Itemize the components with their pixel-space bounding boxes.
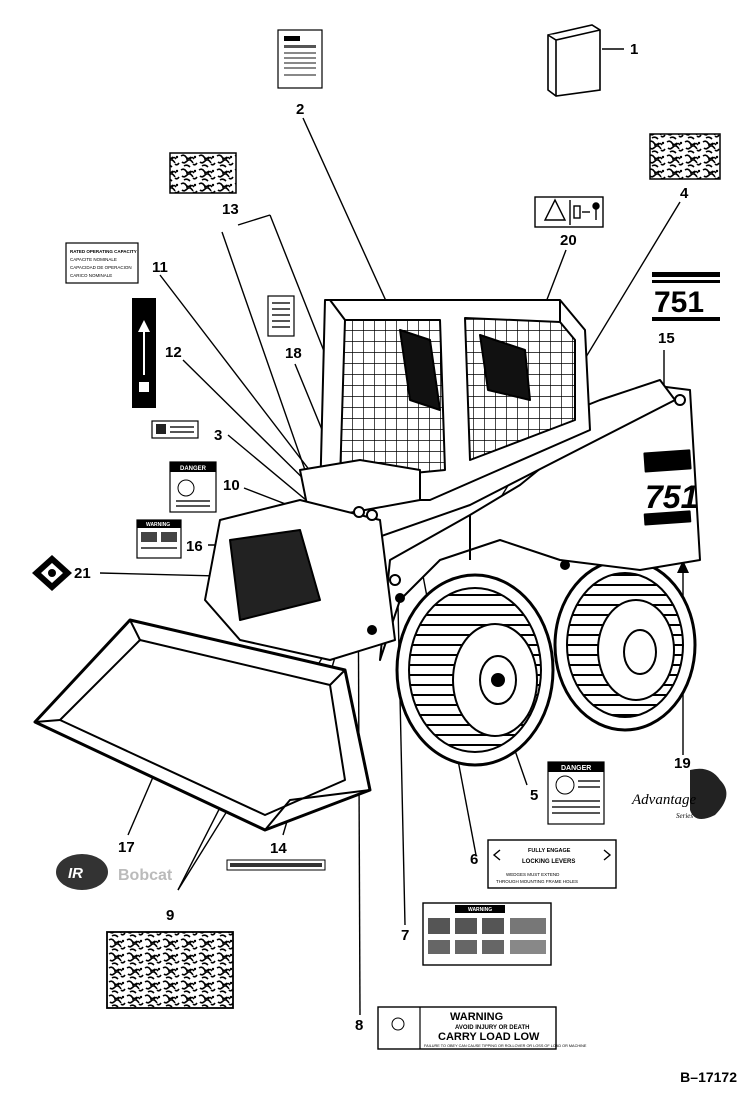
decal-kit-box <box>547 24 601 97</box>
advantage-series-text: Series <box>676 812 693 820</box>
decal-8-carry-load-low: WARNING AVOID INJURY OR DEATH CARRY LOAD… <box>377 1006 587 1050</box>
callout-4: 4 <box>680 185 689 202</box>
rear-wheel <box>553 558 697 732</box>
decal-9 <box>106 931 234 1009</box>
danger-10-header: DANGER <box>180 466 207 472</box>
callout-labels: 1 2 3 4 5 6 7 8 9 10 11 12 13 14 15 16 1… <box>74 41 691 1034</box>
decal-12 <box>151 420 199 439</box>
decal-17-ir-logo: IR Bobcat <box>56 854 173 890</box>
decal-19-advantage: Advantage Series <box>631 768 727 820</box>
decal-4 <box>649 133 721 180</box>
bucket <box>33 618 372 832</box>
side-model-number: 751 <box>645 479 698 515</box>
warning-7-header: WARNING <box>468 907 492 913</box>
warning-carry-main: CARRY LOAD LOW <box>438 1031 540 1043</box>
danger-5-header: DANGER <box>561 765 591 772</box>
callout-8: 8 <box>355 1017 363 1034</box>
skid-steer-loader: 751 <box>33 299 701 832</box>
callout-17: 17 <box>118 839 135 856</box>
locking-levers-line1: FULLY ENGAGE <box>528 848 571 854</box>
decal-21 <box>32 555 72 591</box>
decal-10-danger: DANGER <box>169 461 217 513</box>
decal-20 <box>534 196 604 228</box>
decal-7-warning: WARNING <box>422 902 552 966</box>
callout-20: 20 <box>560 232 577 249</box>
front-wheel <box>395 573 555 767</box>
rated-capacity-line4: CARICO NOMINALE <box>70 273 112 278</box>
drawing-code: B–17172 <box>680 1069 737 1085</box>
callout-11: 11 <box>152 259 168 276</box>
rated-capacity-line1: RATED OPERATING CAPACITY <box>70 249 137 254</box>
decal-16-warning: WARNING <box>136 519 182 559</box>
callout-7: 7 <box>401 927 409 944</box>
rated-capacity-line2: CAPACITE NOMINALE <box>70 257 117 262</box>
ir-logo-word: Bobcat <box>118 867 173 884</box>
callout-14: 14 <box>270 840 287 857</box>
callout-12: 12 <box>165 344 182 361</box>
decal-rated-capacity: RATED OPERATING CAPACITY CAPACITE NOMINA… <box>65 242 139 284</box>
callout-15: 15 <box>658 330 675 347</box>
locking-levers-line2: LOCKING LEVERS <box>522 859 575 865</box>
callout-2: 2 <box>296 101 304 118</box>
warning-carry-sub: AVOID INJURY OR DEATH <box>455 1025 529 1031</box>
callout-5: 5 <box>530 787 538 804</box>
callout-16: 16 <box>186 538 203 555</box>
rated-capacity-line3: CAPACIDAD DE OPERACION <box>70 265 132 270</box>
decal-2 <box>277 29 323 89</box>
decal-18 <box>267 295 295 337</box>
decal-6-locking-levers: FULLY ENGAGE LOCKING LEVERS WEDGES MUST … <box>487 839 617 889</box>
model-number-large: 751 <box>654 286 704 319</box>
operator-cab <box>319 299 591 501</box>
decal-14-strip <box>226 859 326 871</box>
callout-13: 13 <box>222 201 239 218</box>
callout-21: 21 <box>74 565 91 582</box>
callout-3: 3 <box>214 427 222 444</box>
callout-9: 9 <box>166 907 174 924</box>
callout-1: 1 <box>630 41 638 58</box>
callout-19: 19 <box>674 755 691 772</box>
ir-logo-letters: IR <box>68 865 83 882</box>
warning-carry-fine: FAILURE TO OBEY CAN CAUSE TIPPING OR ROL… <box>424 1044 587 1048</box>
decal-15-model: 751 <box>652 272 720 321</box>
advantage-text: Advantage <box>631 792 696 808</box>
decal-lift-arrow <box>132 298 156 408</box>
decal-13 <box>169 152 237 194</box>
locking-levers-line3: WEDGES MUST EXTEND <box>506 872 560 877</box>
warning-carry-header: WARNING <box>450 1011 503 1023</box>
decal-5-danger: DANGER <box>547 761 605 825</box>
callout-18: 18 <box>285 345 302 362</box>
callout-10: 10 <box>223 477 240 494</box>
callout-6: 6 <box>470 851 478 868</box>
locking-levers-line4: THROUGH MOUNTING FRAME HOLES <box>496 879 578 884</box>
warning-16-header: WARNING <box>146 522 170 528</box>
